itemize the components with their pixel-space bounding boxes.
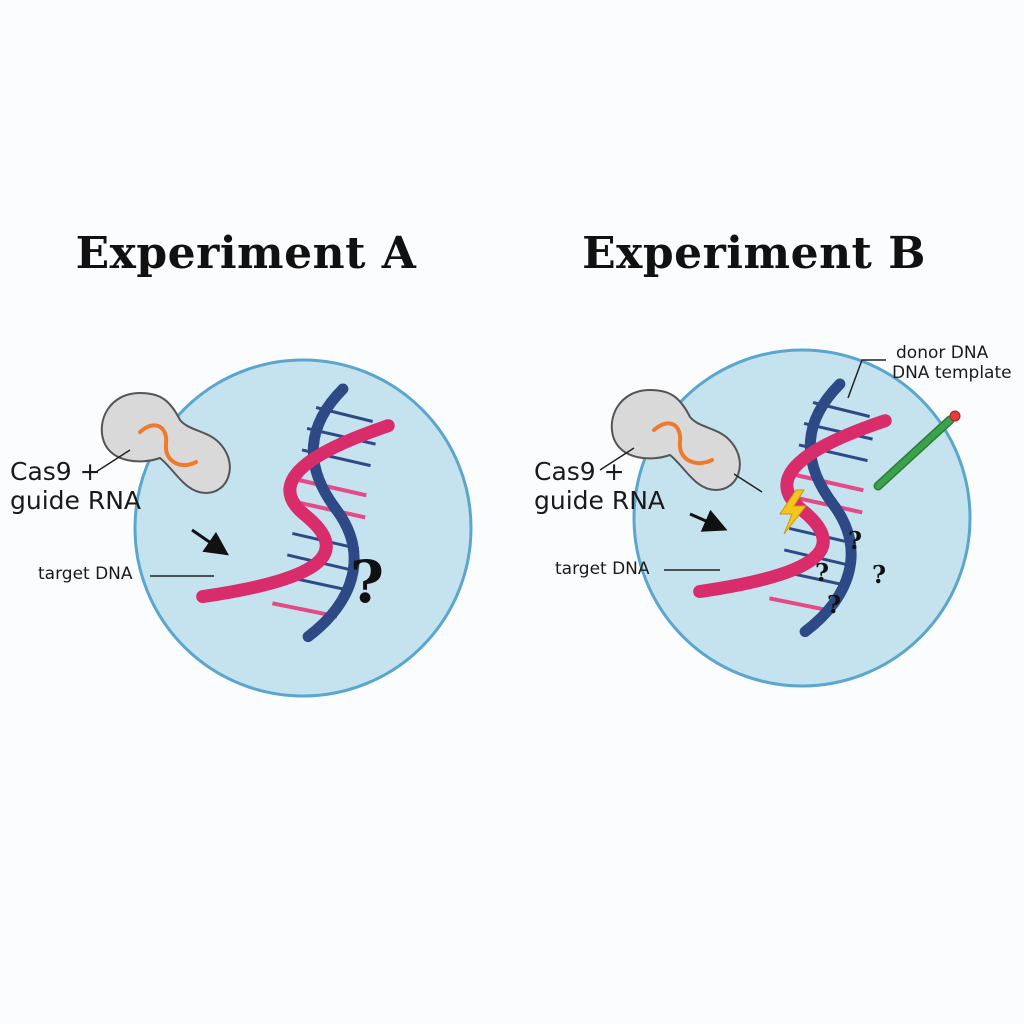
pointer-arrow-a xyxy=(191,528,229,556)
experiment-a-panel xyxy=(95,358,473,698)
cas9-label-b-line1: Cas9 + xyxy=(534,457,625,486)
dna-helix-a xyxy=(196,383,395,643)
donor-dna-strand xyxy=(873,410,961,491)
donor-dna-label: donor DNA DNA template xyxy=(892,343,1012,383)
cas9-label-b: Cas9 + guide RNA xyxy=(534,457,666,516)
target-dna-label-b: target DNA xyxy=(555,559,650,579)
cas9-leader-b xyxy=(599,447,635,471)
cas9-complex-a xyxy=(100,391,231,495)
target-dna-label-a: target DNA xyxy=(38,564,133,584)
cas9-leader-a xyxy=(95,449,131,473)
donor-dna-label-line2: DNA template xyxy=(892,362,1012,383)
cas9-label-b-line2: guide RNA xyxy=(534,485,666,515)
donor-dna-tip xyxy=(949,410,961,422)
guide-rna-b xyxy=(652,421,714,466)
cas9-label-a-line1: Cas9 + xyxy=(10,457,101,486)
guide-rna-a xyxy=(138,423,198,468)
question-mark-b-4: ? xyxy=(827,590,842,619)
cas9-protein-b xyxy=(610,388,741,492)
experiment-b-title: Experiment B xyxy=(582,228,926,279)
lightning-icon xyxy=(779,489,808,535)
pointer-arrow-b xyxy=(689,509,728,532)
cas9-to-dna-leader-b xyxy=(733,473,763,493)
cas9-label-a-line2: guide RNA xyxy=(10,485,142,515)
experiment-b-panel xyxy=(599,348,972,688)
question-mark-b-1: ? xyxy=(848,526,863,555)
donor-dna-label-line1: donor DNA xyxy=(896,343,989,363)
experiment-a-title: Experiment A xyxy=(75,228,417,279)
question-mark-b-3: ? xyxy=(872,560,887,589)
question-mark-a: ? xyxy=(350,548,384,616)
cas9-complex-b xyxy=(610,388,741,492)
donor-leader-b xyxy=(847,359,886,399)
cell-a xyxy=(133,358,473,698)
question-mark-b-2: ? xyxy=(815,558,830,587)
cas9-label-a: Cas9 + guide RNA xyxy=(10,457,142,516)
